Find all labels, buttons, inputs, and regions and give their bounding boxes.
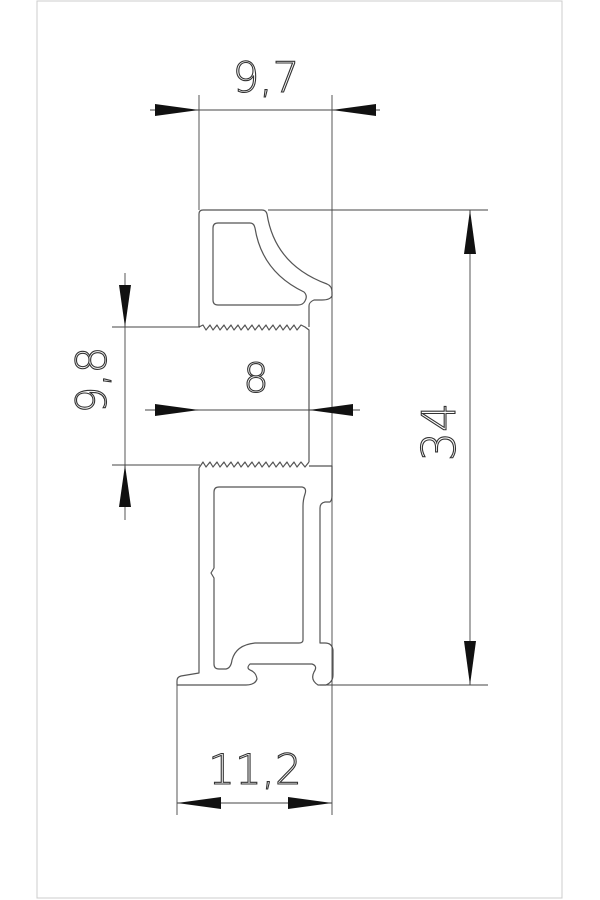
dimension-slot-height: 9,8 [66,273,200,520]
dimension-label-total-height: 34 [412,403,466,462]
arrow-icon [309,404,353,416]
arrow-icon [119,285,131,327]
upper-pocket [212,222,307,306]
arrow-icon [464,641,476,685]
thread-top [198,324,310,462]
arrow-icon [464,210,476,254]
arrow-icon [177,797,221,809]
dimension-total-height: 34 [268,209,488,686]
arrow-icon [288,797,332,809]
dimension-slot-width: 8 [145,355,360,416]
lower-pocket [210,486,307,670]
drawing-frame [36,0,563,899]
profile-upper-outer [198,209,333,327]
profile-lower-outer [176,465,334,686]
arrow-icon [155,404,199,416]
arrow-icon [119,465,131,507]
dimension-top-width: 9,7 [150,52,380,685]
dimension-label-slot-width: 8 [243,356,268,402]
thread-bottom [198,461,310,469]
profile-outline [176,209,334,686]
dimension-label-top-width: 9,7 [233,53,300,102]
dimension-bottom-width: 11,2 [176,685,333,815]
dimension-label-bottom-width: 11,2 [208,745,302,794]
dimension-label-slot-height: 9,8 [67,347,116,414]
arrow-icon [332,104,376,116]
arrow-icon [155,104,199,116]
